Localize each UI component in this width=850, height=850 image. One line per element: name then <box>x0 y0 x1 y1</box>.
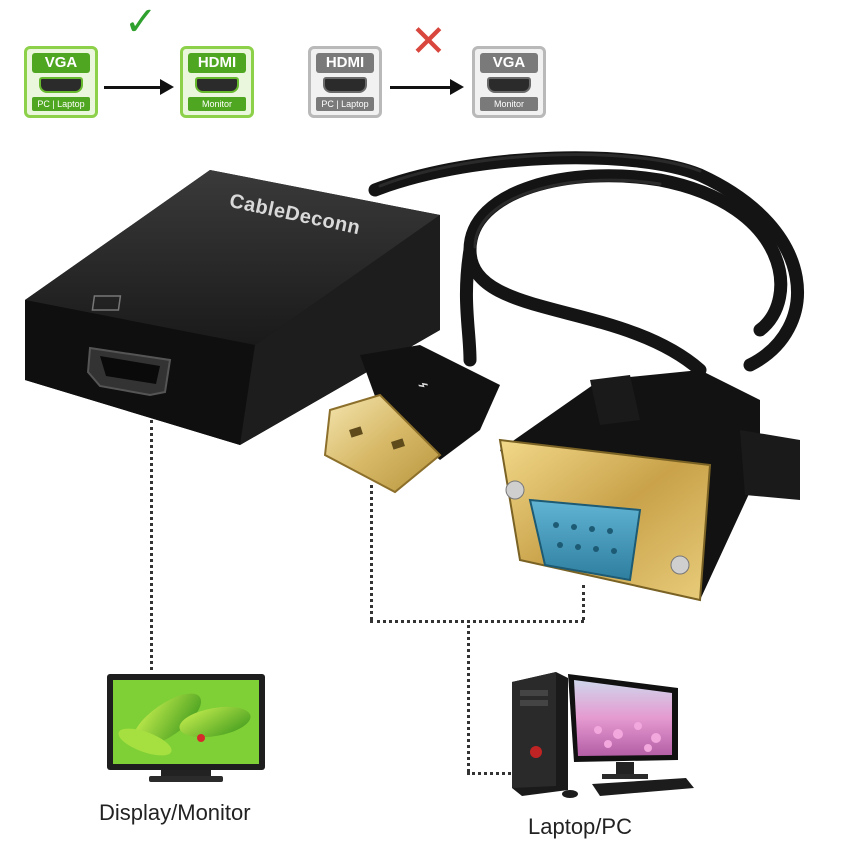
badge-title: VGA <box>32 53 90 73</box>
hdmi-port-icon <box>323 77 367 93</box>
badge-title: HDMI <box>188 53 246 73</box>
hdmi-monitor-badge: HDMI Monitor <box>180 46 254 118</box>
connector-line <box>370 620 584 623</box>
checkmark-icon: ✓ <box>124 0 158 44</box>
monitor-icon <box>107 674 265 782</box>
connector-line <box>467 620 470 772</box>
arrow-right-icon <box>390 79 464 95</box>
desktop-pc-icon <box>512 672 694 798</box>
vga-port-icon <box>39 77 83 93</box>
cross-icon: ✕ <box>410 17 447 66</box>
badge-subtitle: PC | Laptop <box>32 97 90 111</box>
connector-line <box>370 485 373 620</box>
vga-pc-laptop-badge: VGA PC | Laptop <box>24 46 98 118</box>
badge-title: VGA <box>480 53 538 73</box>
adapter-box <box>25 170 440 445</box>
vga-port-icon <box>487 77 531 93</box>
connector-line <box>467 772 511 775</box>
vga-connector <box>498 370 800 602</box>
laptop-pc-label: Laptop/PC <box>528 814 632 839</box>
display-monitor-label: Display/Monitor <box>99 800 251 825</box>
badge-subtitle: Monitor <box>188 97 246 111</box>
hdmi-port-icon <box>195 77 239 93</box>
connector-line <box>582 585 585 620</box>
hdmi-pc-laptop-badge: HDMI PC | Laptop <box>308 46 382 118</box>
connector-line <box>150 420 153 670</box>
usb-connector: ⌁ <box>323 345 500 494</box>
badge-subtitle: PC | Laptop <box>316 97 374 111</box>
badge-title: HDMI <box>316 53 374 73</box>
cable-path <box>368 151 804 372</box>
arrow-right-icon <box>104 79 174 95</box>
vga-monitor-badge: VGA Monitor <box>472 46 546 118</box>
badge-subtitle: Monitor <box>480 97 538 111</box>
